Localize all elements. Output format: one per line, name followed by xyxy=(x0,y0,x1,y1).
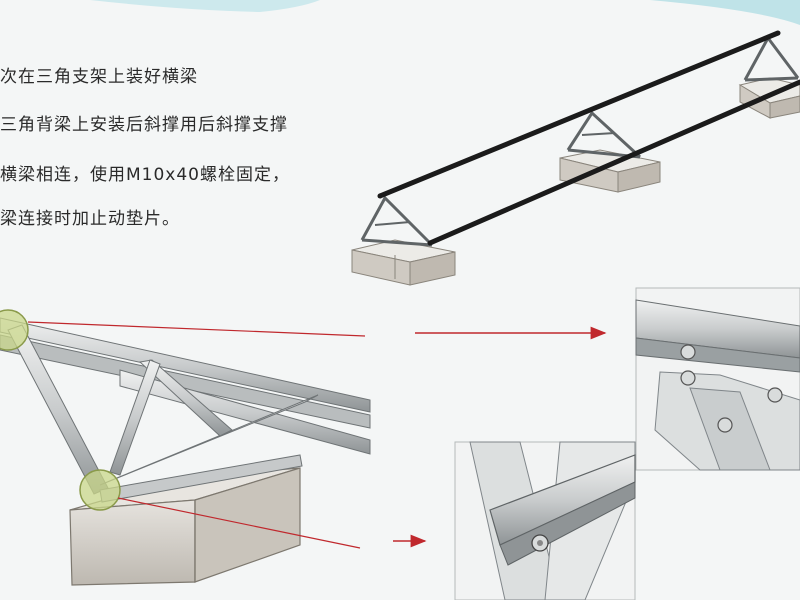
top-right-teal-wave xyxy=(650,0,800,25)
closeup-panel-lower xyxy=(454,441,636,600)
truss-diagonal xyxy=(138,359,233,437)
instruction-line-4: 梁连接时加止动垫片。 xyxy=(0,209,180,229)
instruction-line-3: 横梁相连，使用M10x40螺栓固定， xyxy=(0,165,290,185)
instruction-line-2: 三角背梁上安装后斜撑用后斜撑支撑 xyxy=(0,115,288,135)
bolt-icon xyxy=(537,540,543,546)
detail-rail-top xyxy=(0,317,371,413)
top-teal-wave xyxy=(90,0,320,12)
triangle-support-front xyxy=(360,195,434,247)
callout-circle-bottom xyxy=(79,469,121,511)
closeup-panel-upper xyxy=(635,287,800,471)
leader-line-bottom xyxy=(117,497,361,549)
instruction-line-1: 次在三角支架上装好横梁 xyxy=(0,67,198,87)
concrete-block-front xyxy=(351,239,456,286)
bolt-icon xyxy=(717,417,733,433)
detail-truss xyxy=(0,309,371,586)
rail-lower xyxy=(427,79,800,246)
callout-circle-top xyxy=(0,309,29,351)
bolt-icon xyxy=(680,370,696,386)
bolt-icon xyxy=(680,344,696,360)
bolt-icon xyxy=(767,387,783,403)
overview-array xyxy=(351,30,800,286)
detail-rail-bottom xyxy=(0,334,371,429)
leader-line-top xyxy=(27,321,366,337)
truss-strut xyxy=(109,359,161,476)
rail-upper xyxy=(377,30,781,199)
concrete-block-middle xyxy=(559,149,661,193)
